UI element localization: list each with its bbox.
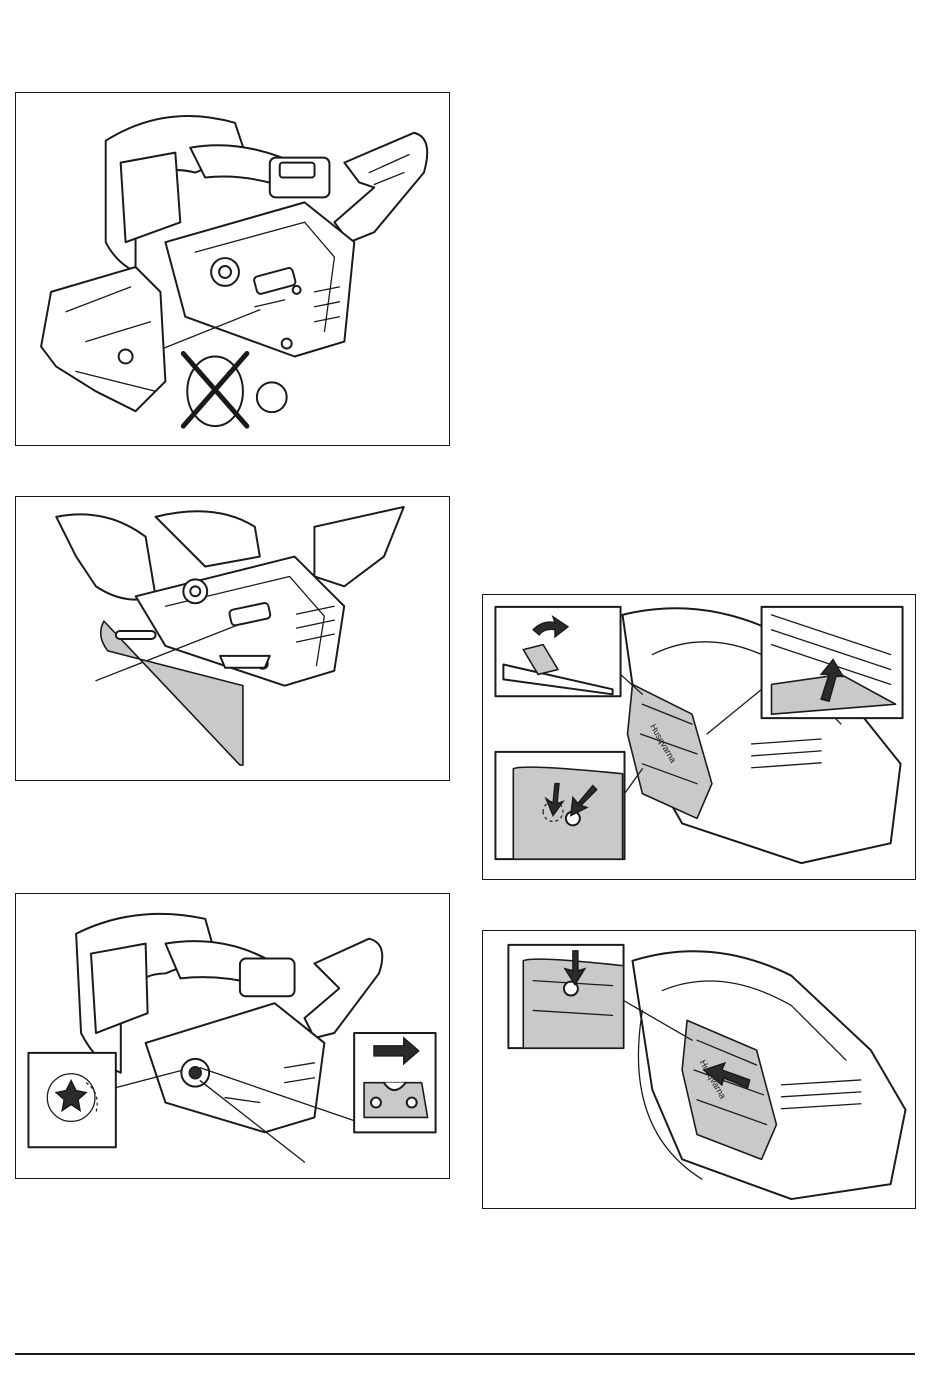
chain-sprocket-illustration [16,894,449,1178]
air-filter-removal-illustration: Husqvarna [483,595,915,879]
figure-fit-chain-on-sprocket [15,893,450,1179]
figure-remove-air-filter-cover: Husqvarna [482,594,916,880]
figure-remove-clutch-cover [15,92,450,446]
air-filter-refit-illustration: Husqvarna [483,931,915,1208]
guide-bar-illustration [16,497,449,780]
footer-rule [15,1353,915,1355]
figure-fit-guide-bar [15,496,450,781]
figure-refit-air-filter-cover: Husqvarna [482,930,916,1209]
chainsaw-illustration [16,93,449,445]
